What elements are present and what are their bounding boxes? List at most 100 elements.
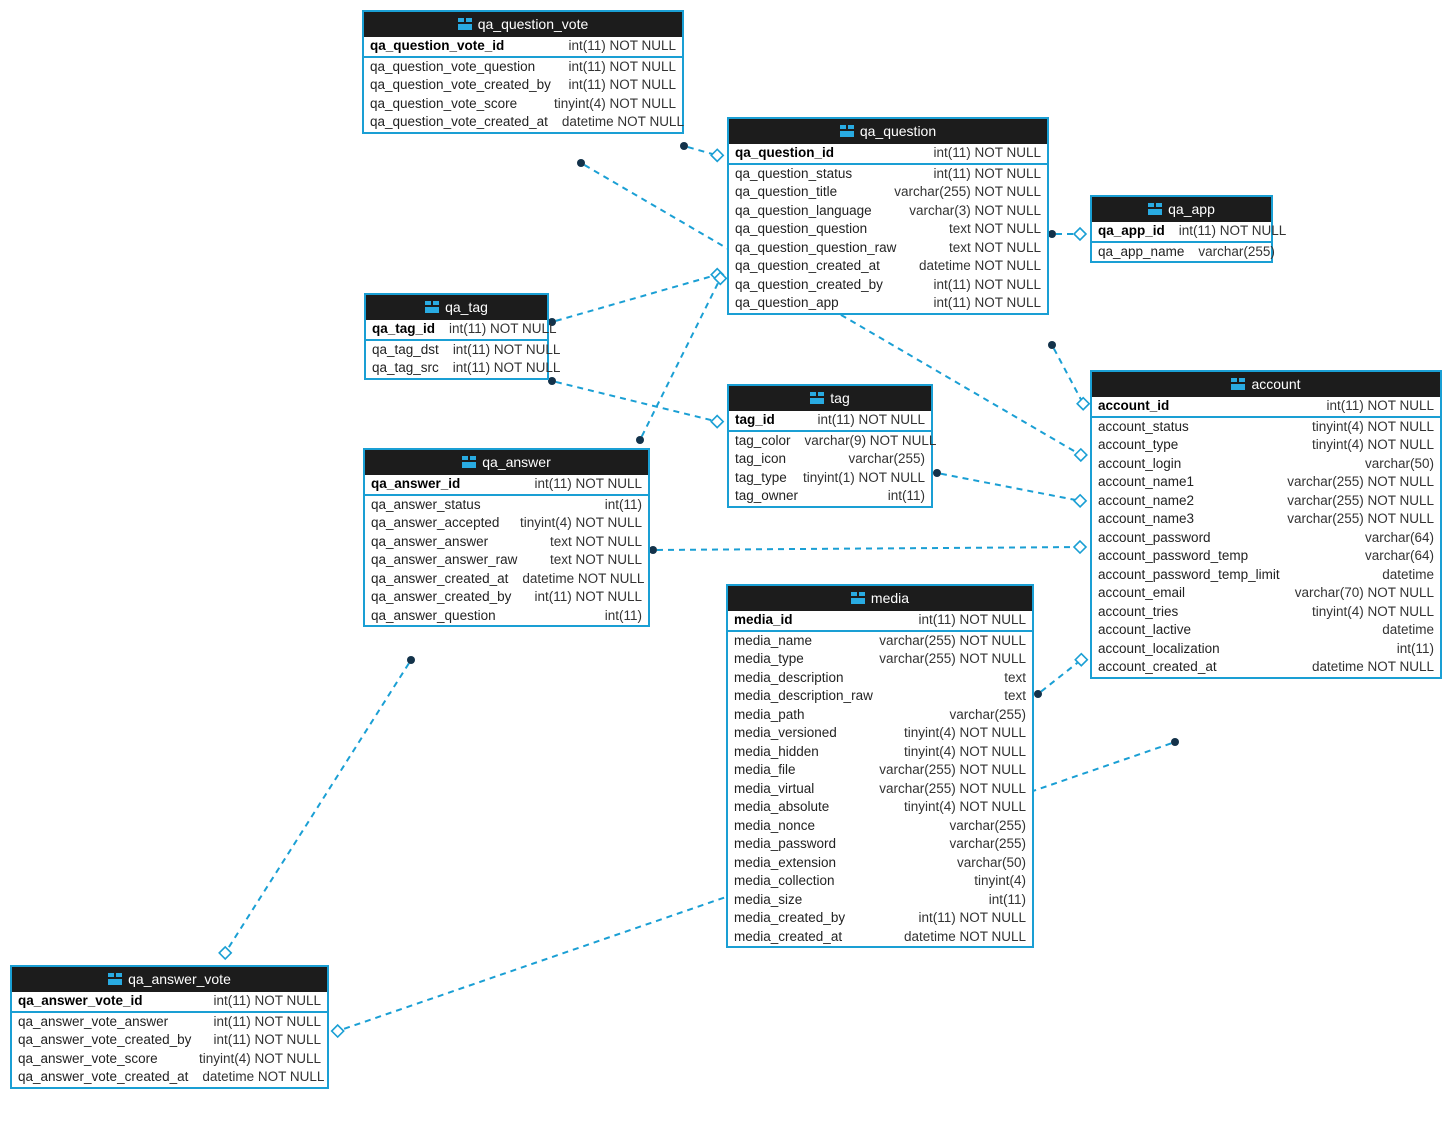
- relationship-link[interactable]: [548, 267, 725, 326]
- entity-header[interactable]: qa_question_vote: [364, 12, 682, 37]
- entity-header[interactable]: account: [1092, 372, 1440, 397]
- column-type: int(11) NOT NULL: [568, 58, 676, 74]
- relationship-link[interactable]: [680, 142, 725, 163]
- entity-header[interactable]: tag: [729, 386, 931, 411]
- relationship-link[interactable]: [933, 469, 1088, 508]
- relationship-link[interactable]: [1034, 652, 1089, 698]
- entity-header[interactable]: qa_app: [1092, 197, 1271, 222]
- relationship-link[interactable]: [636, 271, 728, 444]
- relationship-link[interactable]: [1048, 341, 1091, 411]
- entity-header[interactable]: qa_answer_vote: [12, 967, 327, 992]
- relationship-link[interactable]: [548, 377, 725, 429]
- relationship-link[interactable]: [649, 539, 1088, 555]
- entity-header[interactable]: qa_tag: [366, 295, 547, 320]
- entity-header[interactable]: qa_question: [729, 119, 1047, 144]
- entity-header[interactable]: qa_answer: [365, 450, 648, 475]
- relationship-link[interactable]: [1048, 226, 1088, 242]
- relationship-link[interactable]: [218, 656, 415, 961]
- entity-header[interactable]: media: [728, 586, 1032, 611]
